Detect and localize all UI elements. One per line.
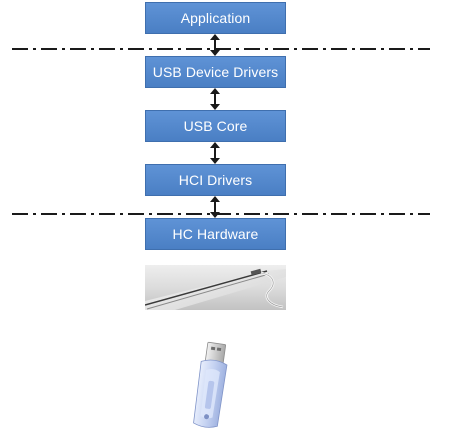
layer-usb-core: USB Core xyxy=(145,110,286,142)
layer-application: Application xyxy=(145,2,286,34)
user-kernel-boundary-line xyxy=(12,48,430,50)
software-hardware-boundary-line xyxy=(12,213,430,215)
layer-usb-device-drivers: USB Device Drivers xyxy=(145,56,286,88)
double-arrow-icon xyxy=(210,142,220,164)
usb-cable-photo xyxy=(145,265,286,310)
double-arrow-icon xyxy=(210,88,220,110)
layer-hci-drivers: HCI Drivers xyxy=(145,164,286,196)
double-arrow-icon xyxy=(210,196,220,218)
usb-flash-drive-icon xyxy=(193,341,228,428)
layer-hc-hardware: HC Hardware xyxy=(145,218,286,250)
double-arrow-icon xyxy=(210,34,220,56)
